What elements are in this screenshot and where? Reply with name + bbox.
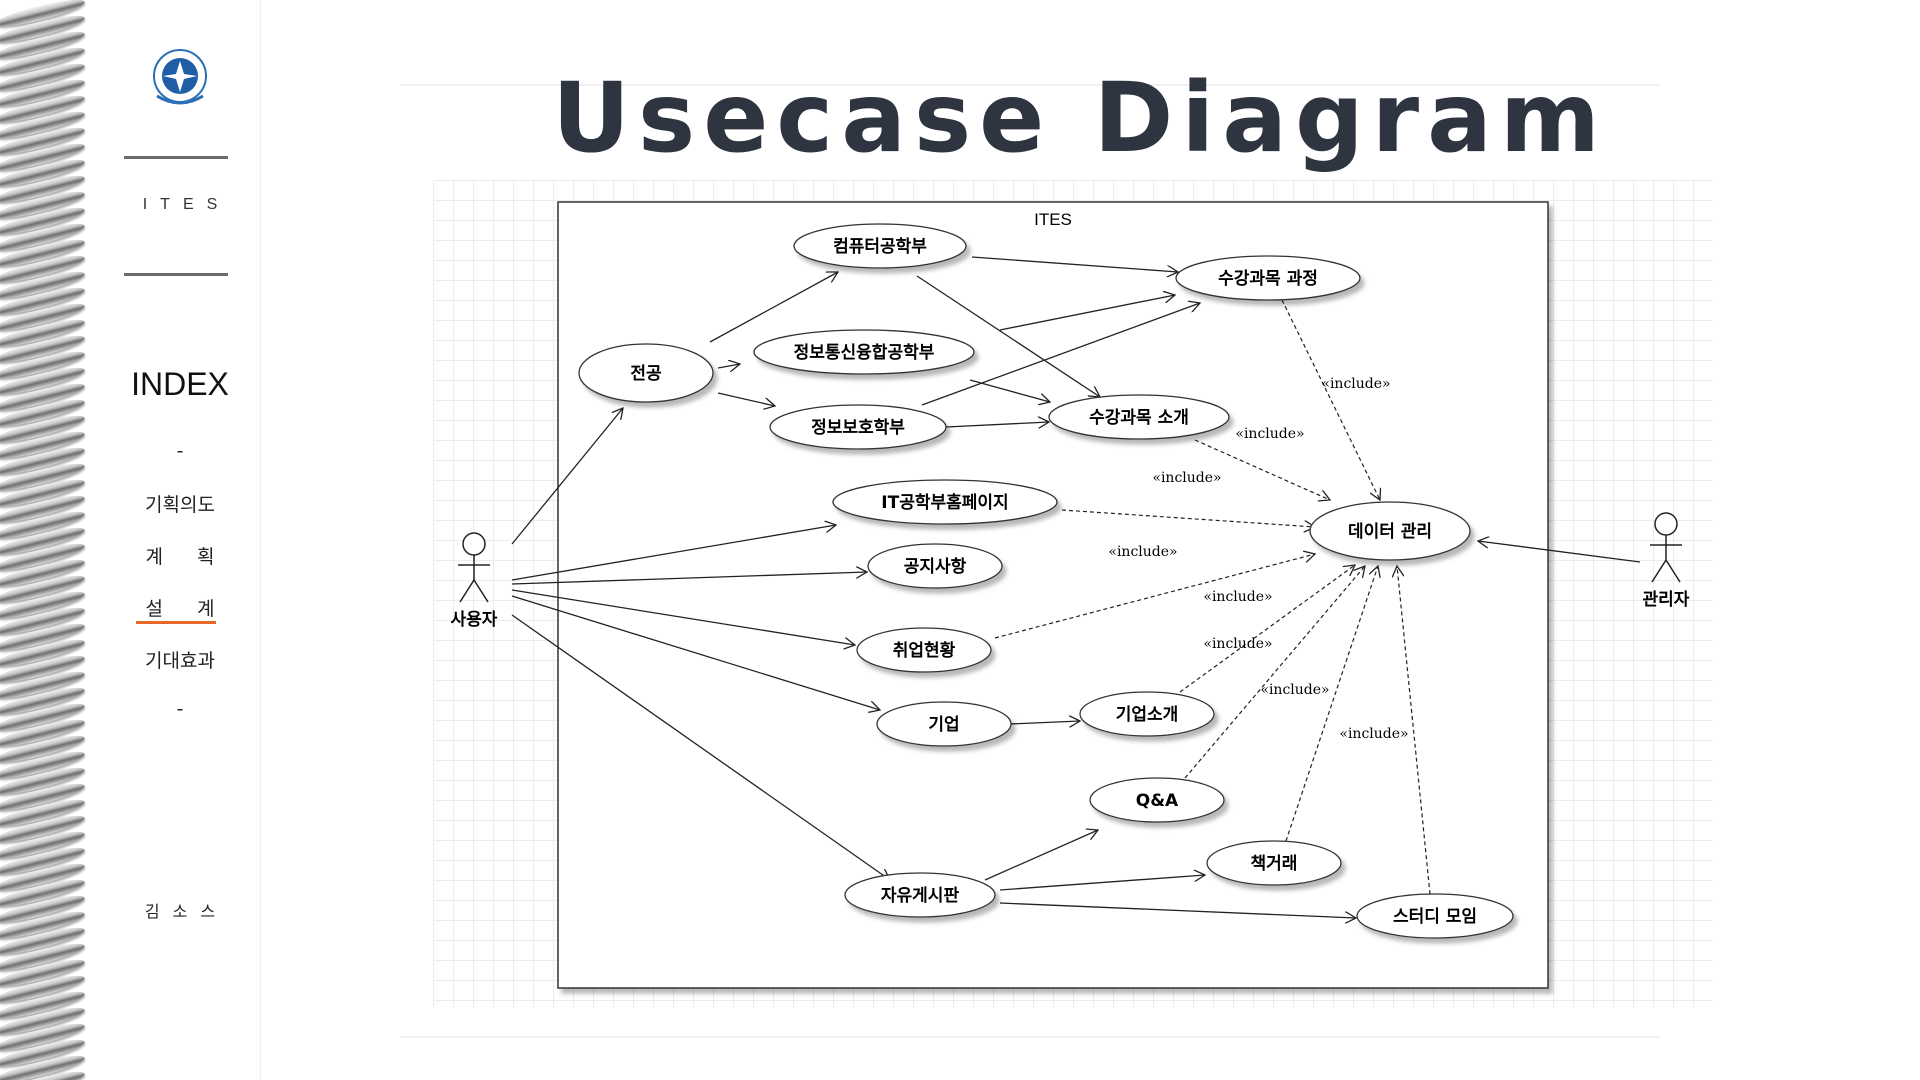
usecase-course-intro: 수강과목 소개 — [1048, 394, 1230, 440]
usecase-label: 수강과목 과정 — [1218, 269, 1318, 289]
title-top-rule — [400, 84, 1660, 86]
usecase-jobs: 취업현황 — [856, 627, 992, 673]
association-edge — [511, 614, 890, 880]
menu-separator-top: - — [176, 440, 184, 462]
include-label: «include» — [1260, 682, 1329, 698]
usecase-label: 공지사항 — [904, 556, 967, 577]
usecase-label: 정보통신융합공학부 — [794, 342, 935, 363]
sidebar: ITES INDEX - 기획의도 계획 설계 기대효과 - 김소스 — [100, 0, 261, 1080]
association-edge — [511, 525, 836, 581]
usecase-label: 데이터 관리 — [1348, 522, 1432, 542]
university-logo-icon — [153, 49, 207, 105]
actor-user-label: 사용자 — [451, 610, 498, 630]
include-edge — [1285, 566, 1378, 842]
index-title: INDEX — [131, 366, 229, 402]
usecase-ict: 정보통신융합공학부 — [753, 329, 975, 375]
app-name: ITES — [142, 196, 231, 213]
association-edge — [511, 589, 855, 645]
association-edge — [1478, 541, 1641, 563]
association-edge — [1009, 721, 1080, 724]
include-edge — [1184, 566, 1365, 779]
menu-active-indicator — [136, 621, 216, 624]
include-label: «include» — [1339, 726, 1408, 742]
include-edge — [1281, 299, 1380, 500]
association-edge — [921, 303, 1200, 406]
usecase-major: 전공 — [578, 343, 714, 403]
association-edge — [945, 422, 1049, 427]
include-label: «include» — [1235, 426, 1304, 442]
include-label: «include» — [1203, 636, 1272, 652]
menu-separator-bottom: - — [176, 698, 184, 720]
usecase-notice: 공지사항 — [867, 543, 1003, 589]
association-edge — [916, 275, 1100, 397]
system-boundary — [557, 201, 1549, 989]
usecase-study-group: 스터디 모임 — [1356, 893, 1514, 939]
sidebar-rule-top — [124, 156, 228, 159]
usecase-cse: 컴퓨터공학부 — [793, 223, 967, 269]
usecase-book-trade: 책거래 — [1206, 840, 1342, 886]
usecase-company-intro: 기업소개 — [1079, 691, 1215, 737]
include-label: «include» — [1321, 376, 1390, 392]
menu-item-planning-intent[interactable]: 기획의도 — [145, 494, 215, 516]
association-edge — [999, 295, 1175, 331]
usecase-label: 컴퓨터공학부 — [833, 236, 927, 257]
usecase-label: IT공학부홈페이지 — [881, 492, 1008, 513]
usecase-course-process: 수강과목 과정 — [1175, 255, 1361, 301]
usecase-label: 책거래 — [1251, 854, 1298, 874]
usecase-label: 스터디 모임 — [1393, 906, 1477, 927]
usecase-data-mgmt: 데이터 관리 — [1309, 501, 1471, 561]
usecase-label: 전공 — [630, 364, 662, 384]
menu-item-design[interactable]: 설계 — [145, 598, 249, 620]
usecase-infosec: 정보보호학부 — [769, 404, 947, 450]
bottom-rule — [400, 1036, 1660, 1038]
usecase-label: 취업현황 — [893, 640, 956, 661]
association-edge — [717, 392, 775, 406]
include-label: «include» — [1152, 470, 1221, 486]
association-edge — [971, 256, 1178, 272]
association-edge — [984, 830, 1098, 881]
actor-admin-label: 관리자 — [1643, 590, 1690, 610]
include-edge — [1194, 439, 1330, 500]
association-edge — [999, 902, 1356, 918]
author-name: 김소스 — [144, 902, 229, 921]
usecase-qna: Q&A — [1089, 777, 1225, 823]
actor-admin — [1650, 512, 1682, 583]
association-edge — [511, 572, 867, 585]
menu-item-expected-effects[interactable]: 기대효과 — [145, 650, 215, 672]
include-edge — [994, 554, 1315, 639]
usecase-company: 기업 — [876, 701, 1012, 747]
include-label: «include» — [1203, 589, 1272, 605]
usecase-label: 기업소개 — [1116, 705, 1179, 725]
menu-item-plan[interactable]: 계획 — [145, 546, 249, 568]
association-edge — [511, 408, 623, 545]
usecase-label: 수강과목 소개 — [1089, 408, 1189, 428]
actor-user — [458, 532, 490, 603]
association-edge — [969, 379, 1050, 402]
include-edge — [1061, 509, 1315, 527]
include-edge — [1397, 566, 1431, 895]
system-name: ITES — [1034, 210, 1072, 229]
include-edge — [1179, 565, 1355, 693]
sidebar-rule-bottom — [124, 273, 228, 276]
association-edge — [511, 595, 880, 710]
usecase-label: 정보보호학부 — [811, 418, 905, 438]
usecase-free-board: 자유게시판 — [844, 872, 996, 918]
usecase-label: 기업 — [928, 715, 959, 735]
usecase-it-home: IT공학부홈페이지 — [832, 479, 1058, 525]
slide-title: Usecase Diagram — [552, 62, 1608, 174]
association-edge — [709, 272, 838, 343]
association-edge — [717, 364, 740, 368]
usecase-label: Q&A — [1136, 791, 1179, 811]
association-edge — [999, 875, 1205, 891]
include-label: «include» — [1108, 544, 1177, 560]
usecase-label: 자유게시판 — [881, 886, 960, 906]
